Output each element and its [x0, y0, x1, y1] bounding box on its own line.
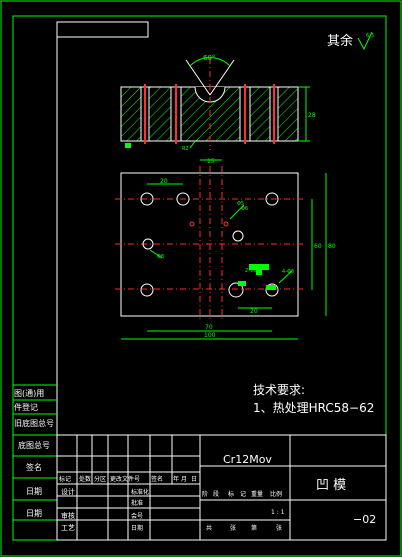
tb-part-name: 凹 模 — [316, 478, 346, 493]
tb-role-1: 审核 — [61, 511, 75, 520]
roughness-note: 其余 6.3 — [327, 31, 374, 51]
title-block: 标记 处数 分区 更改文件号 签名 年 月 日 设计 审核 工艺 标准化 批准 … — [56, 434, 387, 541]
label-hole-small-2: Φ6 — [241, 206, 248, 212]
tb-sheet-2: 第 — [251, 524, 257, 532]
label-hole-pin: Φ8 — [157, 254, 164, 260]
strip-label-0: 图(通)用 — [14, 388, 44, 398]
tb-header-0: 标记 — [59, 475, 71, 483]
hole-top-left — [140, 192, 154, 206]
leader-big — [278, 270, 293, 284]
marker-green-3 — [238, 281, 246, 286]
tb-header-6: 月 — [181, 476, 187, 483]
tb-sheet-1: 张 — [230, 524, 236, 532]
dim-left-offset: 20 — [160, 178, 168, 185]
hole-bottom-left — [140, 283, 154, 297]
tb-stage-5: 比例 — [270, 490, 282, 498]
dim-height-inner: 60 — [314, 243, 322, 250]
strip-label-2: 旧底图总号 — [14, 418, 54, 428]
dim-bottom-offset: 20 — [250, 308, 258, 315]
tb-header-5: 年 — [173, 475, 179, 483]
tb-role-right-2: 会号 — [131, 512, 143, 520]
tb-stage-1: 段 — [213, 490, 219, 498]
hole-mid-right — [232, 230, 244, 242]
dim-height-outer: 80 — [328, 243, 336, 250]
dim-width-inner: 70 — [205, 324, 213, 331]
tb-header-7: 日 — [191, 476, 197, 483]
roughness-label: 其余 — [327, 33, 353, 49]
top-left-box — [56, 21, 149, 38]
angle-label: 60° — [203, 54, 215, 62]
tb-role-0: 设计 — [61, 487, 75, 496]
label-hole-small: Φ5 — [237, 201, 244, 207]
tb-scale: 1 : 1 — [271, 509, 285, 516]
marker-green-1 — [249, 264, 269, 270]
label-hole-big: 2-Φ8 — [245, 268, 257, 274]
strip-label-5: 日期 — [26, 487, 42, 496]
strip-label-6: 日期 — [26, 509, 42, 518]
tb-header-4: 签名 — [151, 475, 163, 483]
tb-stage-2: 标 — [228, 490, 234, 498]
tb-stage-4: 重量 — [251, 490, 263, 498]
plan-view: Φ5 Φ8 4-Φ8 2-Φ8 Φ6 15 20 20 70 100 60 80 — [115, 158, 336, 340]
tb-material: Cr12Mov — [223, 453, 272, 466]
tb-role-right-3: 日期 — [131, 524, 143, 532]
tb-header-1: 处数 — [79, 475, 91, 483]
tech-req-title: 技术要求: — [253, 383, 305, 397]
tb-sheet-0: 共 — [206, 524, 212, 532]
tb-drawing-no: −02 — [353, 513, 376, 526]
hole-mid-left — [142, 238, 154, 250]
hole-bottom-mid — [228, 282, 244, 298]
label-hole-mid: 4-Φ8 — [282, 269, 294, 275]
hole-top-right — [265, 192, 279, 206]
tb-role-2: 工艺 — [61, 524, 75, 532]
roughness-symbol-icon — [357, 31, 373, 51]
section-r-label: R2 — [182, 146, 189, 152]
tb-stage-0: 阶 — [202, 490, 208, 498]
angle-arc — [189, 57, 231, 67]
section-view: 60° 28 R2 — [120, 54, 316, 152]
strip-label-4: 签名 — [26, 462, 42, 472]
marker-green-4 — [266, 285, 276, 290]
tb-role-right-0: 标准化 — [131, 488, 149, 496]
tb-header-2: 分区 — [94, 475, 106, 483]
tb-sheet-3: 张 — [276, 524, 282, 532]
strip-label-1: 件登记 — [14, 402, 38, 412]
tech-req-item1: 1、热处理HRC58−62 — [253, 401, 374, 415]
roughness-mark-icon — [125, 143, 131, 148]
tb-role-right-1: 批准 — [131, 499, 143, 507]
dim-top-offset: 15 — [207, 158, 215, 165]
left-strip: 图(通)用 件登记 旧底图总号 底图总号 签名 日期 日期 — [13, 37, 58, 540]
tb-stage-3: 记 — [240, 491, 246, 498]
height-dim-label: 28 — [308, 112, 316, 119]
hole-top-mid — [176, 192, 190, 206]
pin-hole-b — [223, 221, 229, 227]
marker-green-2 — [256, 269, 262, 275]
leader-r2 — [189, 139, 197, 149]
pin-hole-a — [189, 221, 195, 227]
strip-label-3: 底图总号 — [18, 440, 50, 450]
tb-header-3: 更改文件号 — [110, 475, 140, 483]
leader-hole-mid — [229, 204, 245, 220]
dim-width-total: 100 — [204, 332, 216, 339]
leader-pin — [149, 249, 163, 259]
title-block-frame — [56, 434, 387, 541]
